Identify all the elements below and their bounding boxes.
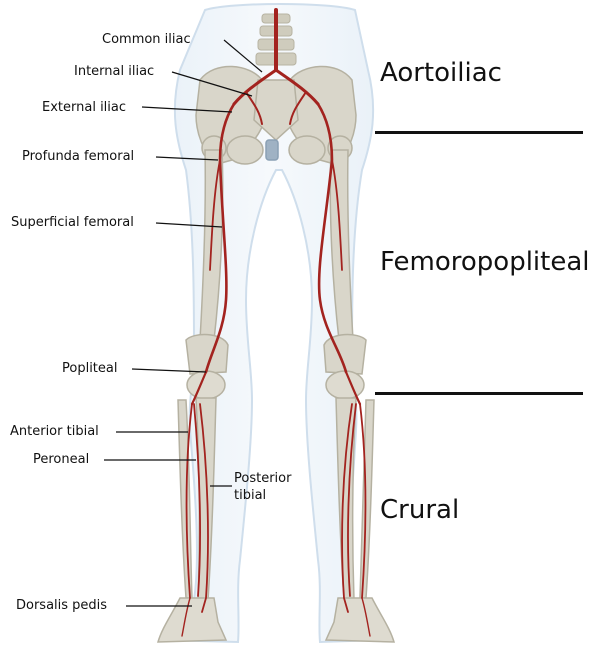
region-crural: Crural <box>380 495 459 525</box>
label-posterior-tibial-line2: tibial <box>234 488 266 504</box>
divider-femoropopliteal-crural <box>375 392 583 395</box>
label-dorsalis-pedis: Dorsalis pedis <box>16 598 107 614</box>
label-posterior-tibial-line1: Posterior <box>234 471 291 487</box>
femurs <box>186 150 366 374</box>
label-popliteal: Popliteal <box>62 361 117 377</box>
feet <box>158 598 394 642</box>
region-femoropopliteal: Femoropopliteal <box>380 247 589 277</box>
label-common-iliac: Common iliac <box>102 32 191 48</box>
knees <box>187 371 364 399</box>
label-superficial-femoral: Superficial femoral <box>11 215 134 231</box>
label-peroneal: Peroneal <box>33 452 89 468</box>
divider-aortoiliac-femoropopliteal <box>375 131 583 134</box>
label-profunda-femoral: Profunda femoral <box>22 149 134 165</box>
label-internal-iliac: Internal iliac <box>74 64 154 80</box>
region-aortoiliac: Aortoiliac <box>380 58 502 88</box>
label-anterior-tibial: Anterior tibial <box>10 424 99 440</box>
label-external-iliac: External iliac <box>42 100 126 116</box>
